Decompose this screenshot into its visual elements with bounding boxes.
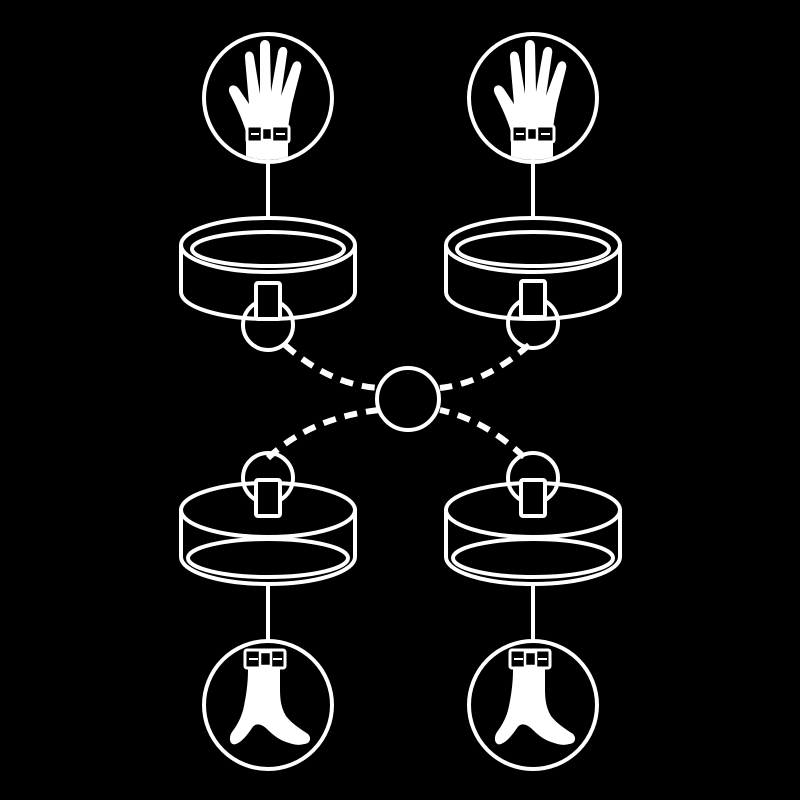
chain-upper-right — [439, 342, 531, 391]
upper-right-cuff — [444, 216, 622, 350]
chain-lower-left — [265, 407, 380, 461]
upper-left-cuff — [179, 216, 357, 352]
chain-upper-left — [283, 342, 380, 391]
lower-right-cuff — [444, 451, 622, 586]
lower-left-cuff — [179, 451, 357, 586]
chain-lower-right — [439, 407, 527, 460]
center-ring — [375, 366, 441, 432]
